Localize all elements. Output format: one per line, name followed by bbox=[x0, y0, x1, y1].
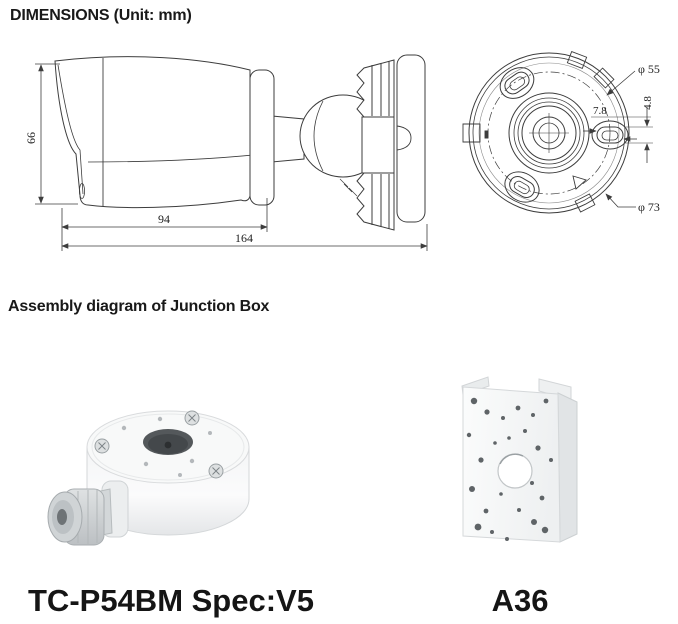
rear-dimension-lines bbox=[583, 71, 653, 207]
dim-slot-height: 4.8 bbox=[642, 96, 654, 110]
wall-mount-bracket-photo bbox=[461, 376, 578, 543]
bracket-label: A36 bbox=[491, 583, 549, 618]
camera-mount-outline bbox=[250, 55, 425, 230]
camera-side-view-drawing: 66 94 164 bbox=[24, 48, 428, 260]
dim-circle-73: φ 73 bbox=[638, 200, 660, 214]
bracket-holes bbox=[466, 397, 553, 541]
rim-cable-notches bbox=[463, 52, 614, 212]
dim-length-94: 94 bbox=[158, 212, 170, 226]
dim-slot-width: 7.8 bbox=[593, 105, 607, 117]
camera-body-outline bbox=[55, 57, 263, 208]
assembly-section-title: Assembly diagram of Junction Box bbox=[8, 298, 270, 315]
mount-base-rear-view-drawing: φ 55 7.8 4.8 φ 73 bbox=[455, 45, 660, 214]
junction-box-screws bbox=[94, 410, 224, 479]
center-hub bbox=[509, 93, 589, 173]
mounting-slots bbox=[494, 61, 628, 208]
dimensions-section-title: DIMENSIONS (Unit: mm) bbox=[10, 7, 192, 24]
junction-box-label: TC-P54BM Spec:V5 bbox=[28, 583, 314, 618]
bracket-plate bbox=[461, 376, 578, 543]
cable-gland bbox=[47, 480, 129, 546]
junction-box-small-holes bbox=[121, 416, 212, 477]
dimension-lines bbox=[35, 64, 428, 251]
dim-circle-55: φ 55 bbox=[638, 62, 660, 76]
dim-height-66: 66 bbox=[24, 132, 38, 144]
dim-length-164: 164 bbox=[235, 231, 253, 245]
junction-box-photo bbox=[47, 410, 250, 546]
